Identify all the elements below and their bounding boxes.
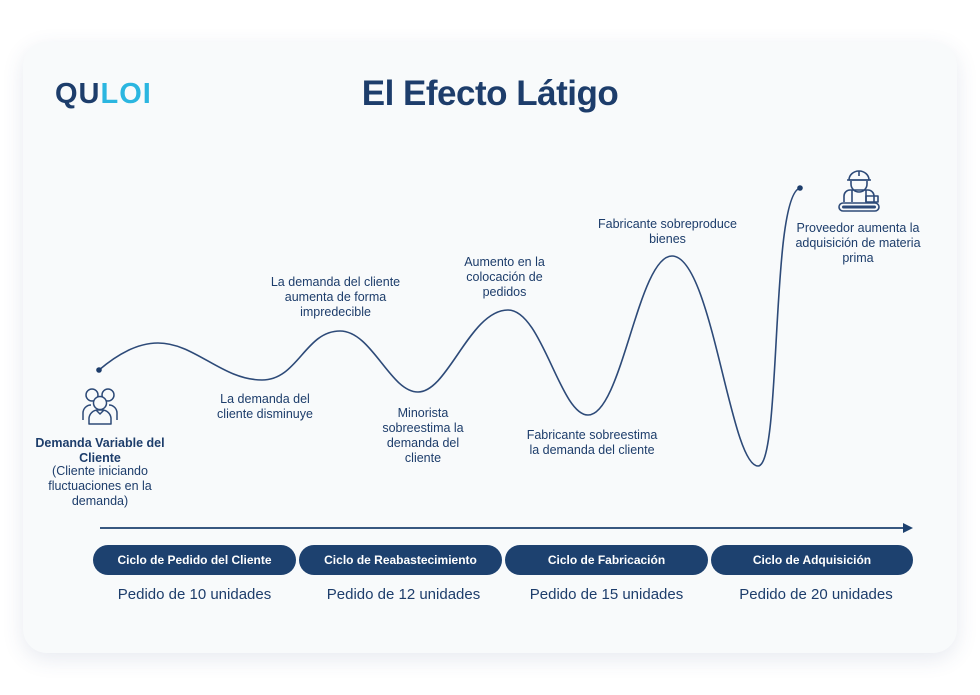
- quloi-logo: QULOI: [55, 78, 152, 110]
- cycle-pill-manufacturing[interactable]: Ciclo de Fabricación: [505, 545, 708, 575]
- order-qty-2: Pedido de 12 unidades: [326, 586, 481, 603]
- wave-label-4: Aumento en la colocación de pedidos: [464, 255, 545, 299]
- order-qty-4: Pedido de 20 unidades: [739, 586, 893, 603]
- cycle-pill-customer-order[interactable]: Ciclo de Pedido del Cliente: [93, 545, 296, 575]
- cycle-pill-replenishment[interactable]: Ciclo de Reabastecimiento: [299, 545, 502, 575]
- wave-label-6: Fabricante sobreproduce bienes: [598, 217, 737, 246]
- wave-label-5: Fabricante sobreestima la demanda del cl…: [526, 428, 658, 457]
- start-dot: [96, 367, 102, 373]
- customers-group-icon: [82, 388, 118, 425]
- wave-label-2: La demanda del cliente aumenta de forma …: [270, 275, 401, 319]
- order-qty-3: Pedido de 15 unidades: [529, 586, 684, 603]
- start-subtext: (Cliente iniciando fluctuaciones en la d…: [48, 464, 152, 508]
- cycle-pill-procurement[interactable]: Ciclo de Adquisición: [711, 545, 913, 575]
- order-qty-1: Pedido de 10 unidades: [117, 586, 272, 603]
- end-dot: [797, 185, 803, 191]
- page-title: El Efecto Látigo: [361, 74, 619, 113]
- wave-label-1: La demanda del cliente disminuye: [217, 392, 313, 421]
- logo-part-1: QU: [55, 78, 101, 110]
- start-heading: Demanda Variable del Cliente: [35, 436, 165, 465]
- arrow-head-icon: [903, 523, 913, 533]
- wave-label-3: Minorista sobreestima la demanda del cli…: [382, 406, 464, 465]
- logo-part-2: LOI: [100, 78, 152, 110]
- supplier-worker-icon: [838, 170, 880, 212]
- end-label: Proveedor aumenta la adquisición de mate…: [795, 221, 921, 265]
